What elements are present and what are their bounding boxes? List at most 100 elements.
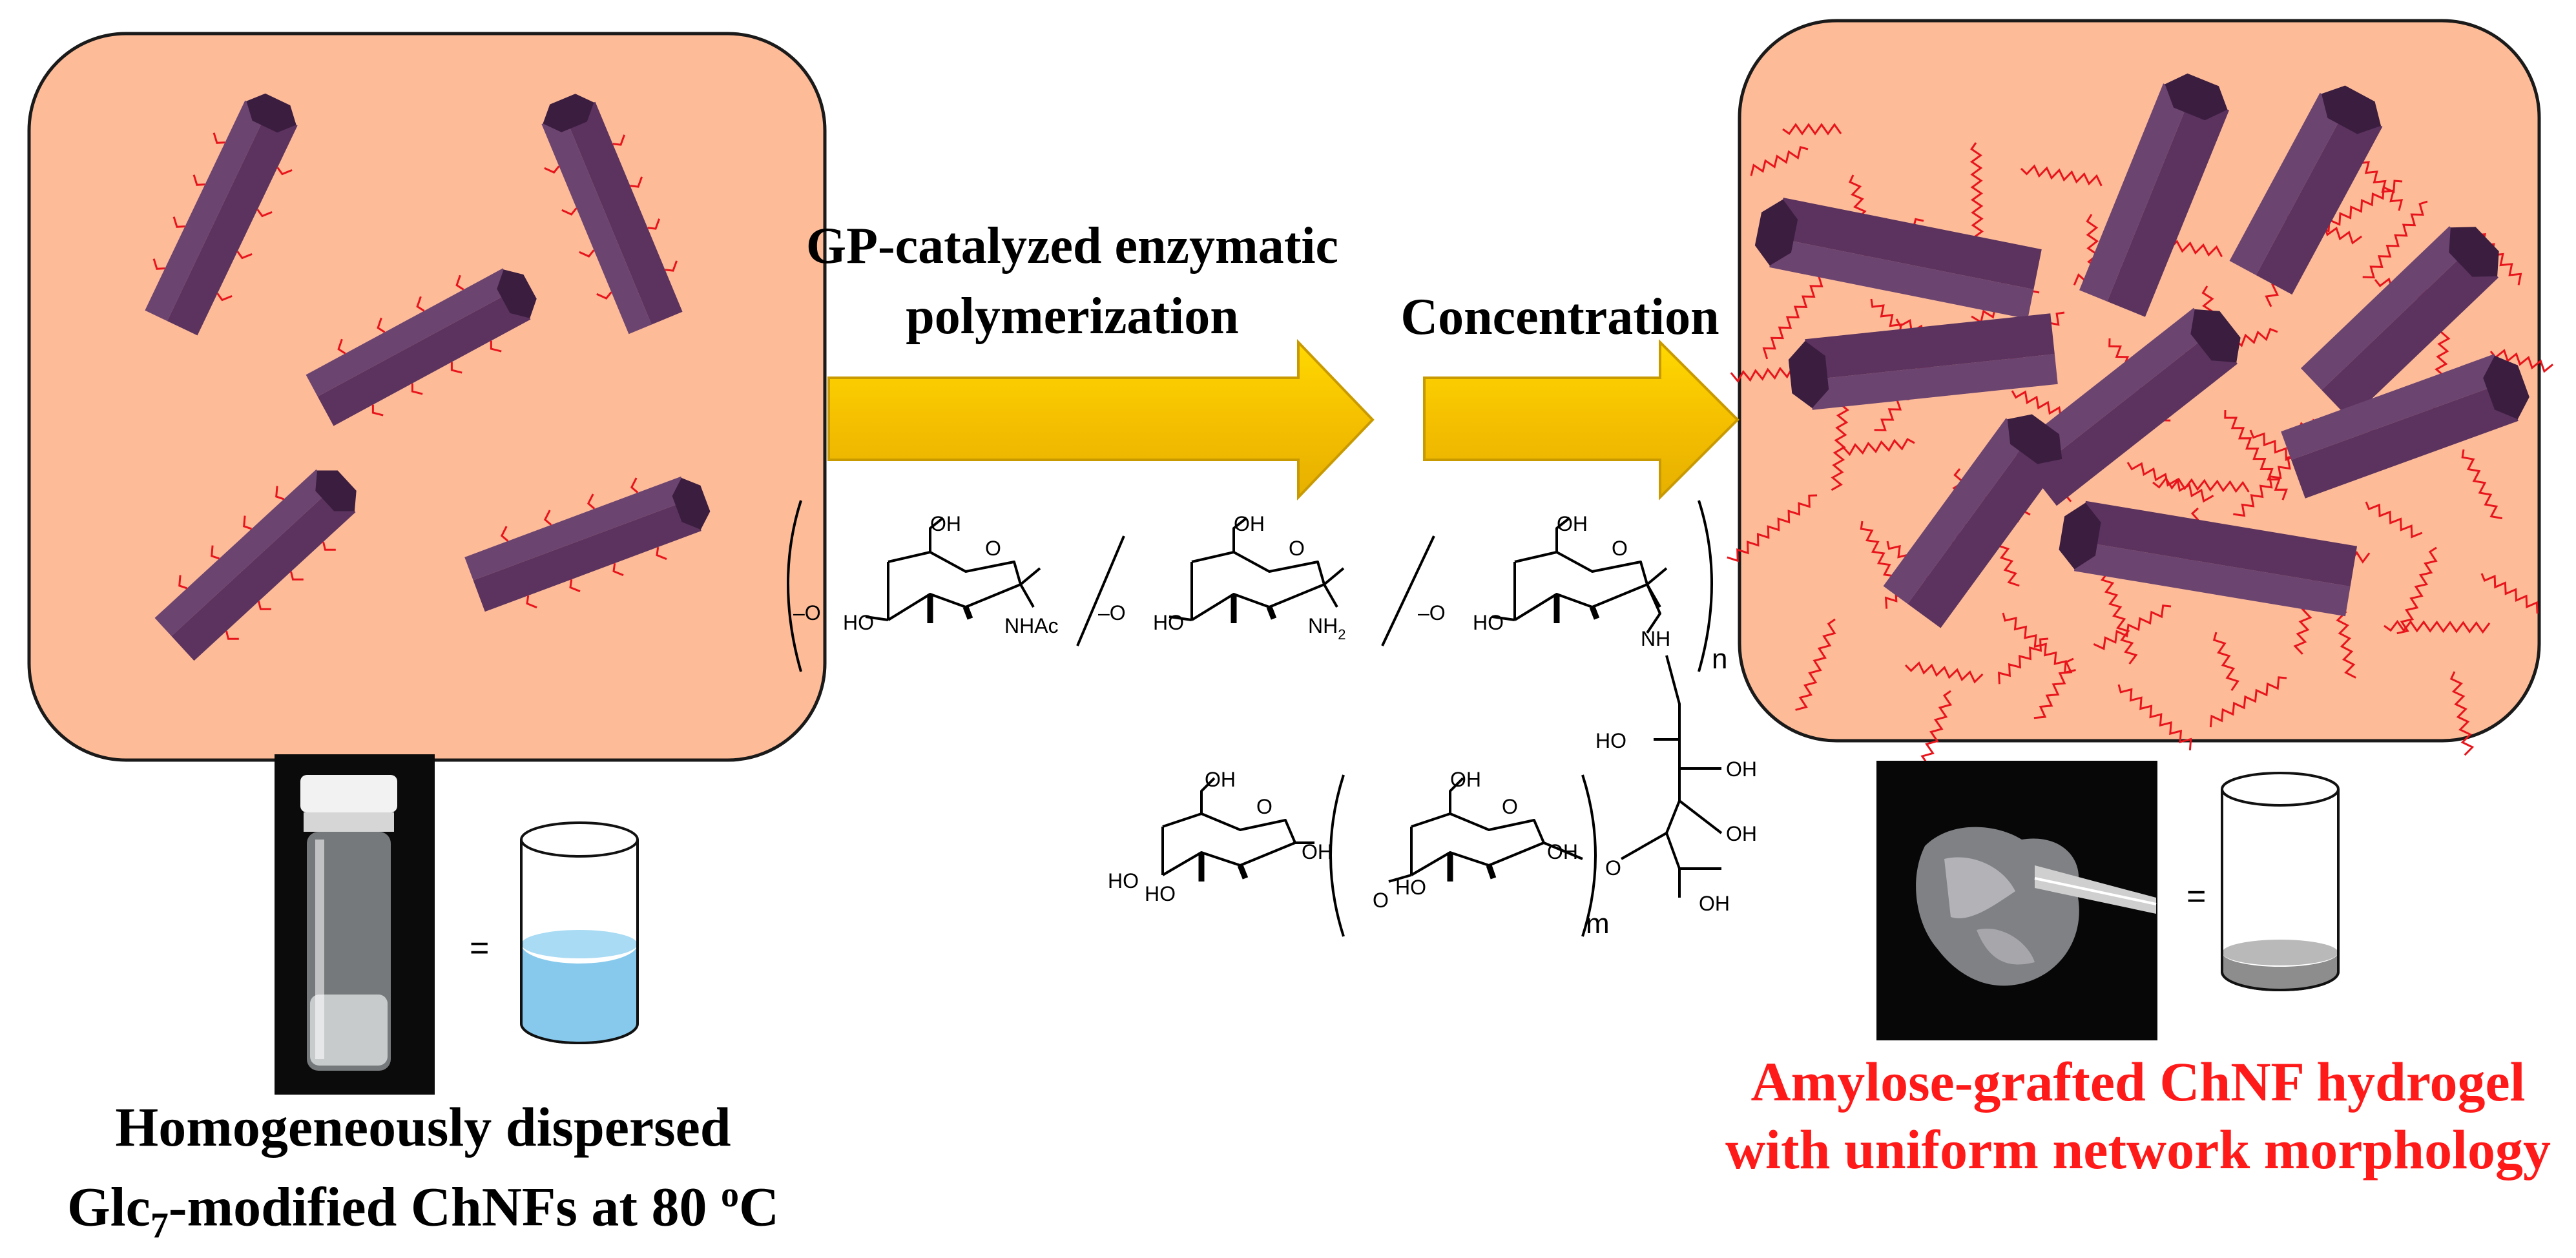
ring2-dash-o: –O <box>1098 601 1126 624</box>
amyA-oh: OH <box>1205 768 1236 791</box>
left-caption-line2: Glc7-modified ChNFs at 80 oC <box>67 1175 780 1246</box>
amylose-chain <box>2396 546 2438 635</box>
left-dispersion-box <box>27 32 827 762</box>
m-subscript: m <box>1586 908 1610 940</box>
fiber-3 <box>306 268 537 426</box>
amylose-chain <box>1782 123 1842 136</box>
amylose-chain <box>1904 661 1984 684</box>
ring1-dash-o: –O <box>793 601 821 624</box>
linker-o: O <box>1605 856 1621 880</box>
amylose-chain <box>1841 438 1915 457</box>
left-fibers <box>145 93 711 661</box>
network-fiber-3 <box>2229 85 2383 295</box>
amylose-chain <box>2362 200 2428 279</box>
amylose-chain <box>2356 155 2404 211</box>
left-caption-line1: Homogeneously dispersed <box>115 1096 731 1158</box>
network-fiber-5 <box>2013 307 2241 506</box>
right-caption-line1: Amylose-grafted ChNF hydrogel <box>1750 1051 2526 1113</box>
amylose-chain <box>2002 612 2076 674</box>
amylose-chain <box>2126 462 2214 503</box>
amylose-chain <box>2212 632 2239 692</box>
network-fiber-4 <box>1788 313 2058 410</box>
hydrogel-illustration <box>1916 827 2157 986</box>
polymerization-label-line2: polymerization <box>906 288 1239 345</box>
amylose-chain <box>1730 366 1800 383</box>
right-fiber-network <box>1727 73 2554 790</box>
chemical-structure <box>787 500 1723 937</box>
right-caption-line2: with uniform network morphology <box>1725 1119 2551 1181</box>
chemical-labels: OH O –O HO NHAc OH O –O HO NH2 OH O –O H… <box>793 512 1757 940</box>
network-fiber-8 <box>2281 354 2529 499</box>
amylose-chain <box>1762 272 1827 360</box>
amyB-o: O <box>1502 795 1518 818</box>
network-fiber-7 <box>1883 414 2064 628</box>
amylose-chain <box>2480 573 2539 614</box>
ring2-o: O <box>1289 537 1305 560</box>
ring3-dash-o: –O <box>1418 601 1446 624</box>
equals-right: = <box>2186 878 2206 915</box>
amylose-chain <box>2209 676 2287 728</box>
ring3-o: O <box>1612 537 1628 560</box>
amylose-chain <box>2365 501 2423 539</box>
polymerization-arrow <box>827 339 1375 500</box>
hydrogel-cylinder-icon <box>2221 772 2340 991</box>
amyB-oh: OH <box>1450 768 1481 791</box>
n-subscript: n <box>1712 643 1727 675</box>
vial-illustration <box>300 775 397 1071</box>
amylose-chain <box>2097 560 2138 665</box>
linker-oh-2: OH <box>1726 822 1757 845</box>
amylose-chain <box>2489 349 2554 373</box>
dispersion-cylinder-icon <box>520 821 639 1044</box>
amylose-chain <box>1795 618 1836 711</box>
amyB-ho: HO <box>1395 876 1426 899</box>
amylose-chain <box>2449 671 2475 756</box>
amylose-chain <box>2152 477 2250 493</box>
ring2-ho: HO <box>1153 611 1184 634</box>
amylose-chain <box>1750 146 1809 176</box>
amyB-o-link: O <box>1373 889 1389 912</box>
ring2-oh: OH <box>1234 512 1265 535</box>
network-fiber-2 <box>2079 73 2229 317</box>
fiber-4 <box>154 469 357 661</box>
amylose-chain <box>2117 684 2192 750</box>
concentration-label: Concentration <box>1400 289 1719 345</box>
network-fiber-9 <box>2059 500 2358 617</box>
ring1-oh: OH <box>930 512 961 535</box>
amylose-chain <box>2233 455 2296 517</box>
amylose-chain <box>1969 142 1984 252</box>
amylose-chain <box>2318 180 2403 232</box>
ring3-nh: NH <box>1641 627 1670 650</box>
amylose-chain <box>2093 604 2172 650</box>
amylose-chain <box>1998 637 2049 685</box>
amylose-chain <box>1831 397 1849 491</box>
ring1-nhac: NHAc <box>1004 614 1059 637</box>
amyA-oh2: OH <box>1302 840 1333 863</box>
amylose-chain <box>2461 449 2503 520</box>
fiber-5 <box>464 476 711 612</box>
ring3-ho: HO <box>1473 611 1504 634</box>
fiber-1 <box>145 93 298 336</box>
ring1-ho: HO <box>843 611 874 634</box>
network-fiber-6 <box>2300 226 2499 420</box>
concentration-arrow <box>1423 339 1740 500</box>
amylose-chain <box>2384 619 2491 634</box>
network-fiber-1 <box>1754 198 2042 319</box>
amyA-ho2: HO <box>1145 882 1176 905</box>
ring2-nh2: NH2 <box>1308 614 1345 643</box>
ring3-oh: OH <box>1557 512 1588 535</box>
linker-oh-3: OH <box>1699 892 1730 915</box>
amyA-o: O <box>1256 795 1272 818</box>
ring1-o: O <box>985 537 1001 560</box>
equals-left: = <box>470 929 489 967</box>
fiber-2 <box>541 94 683 335</box>
amylose-chain <box>2224 409 2288 500</box>
amylose-chain <box>1727 494 1818 562</box>
linker-ho: HO <box>1595 729 1626 752</box>
polymerization-label-line1: GP-catalyzed enzymatic <box>805 218 1339 274</box>
amyA-ho: HO <box>1108 869 1139 892</box>
amyB-oh2: OH <box>1547 840 1578 863</box>
amylose-chain <box>2020 164 2103 187</box>
amylose-chain <box>2033 657 2074 719</box>
linker-oh-1: OH <box>1726 758 1757 781</box>
